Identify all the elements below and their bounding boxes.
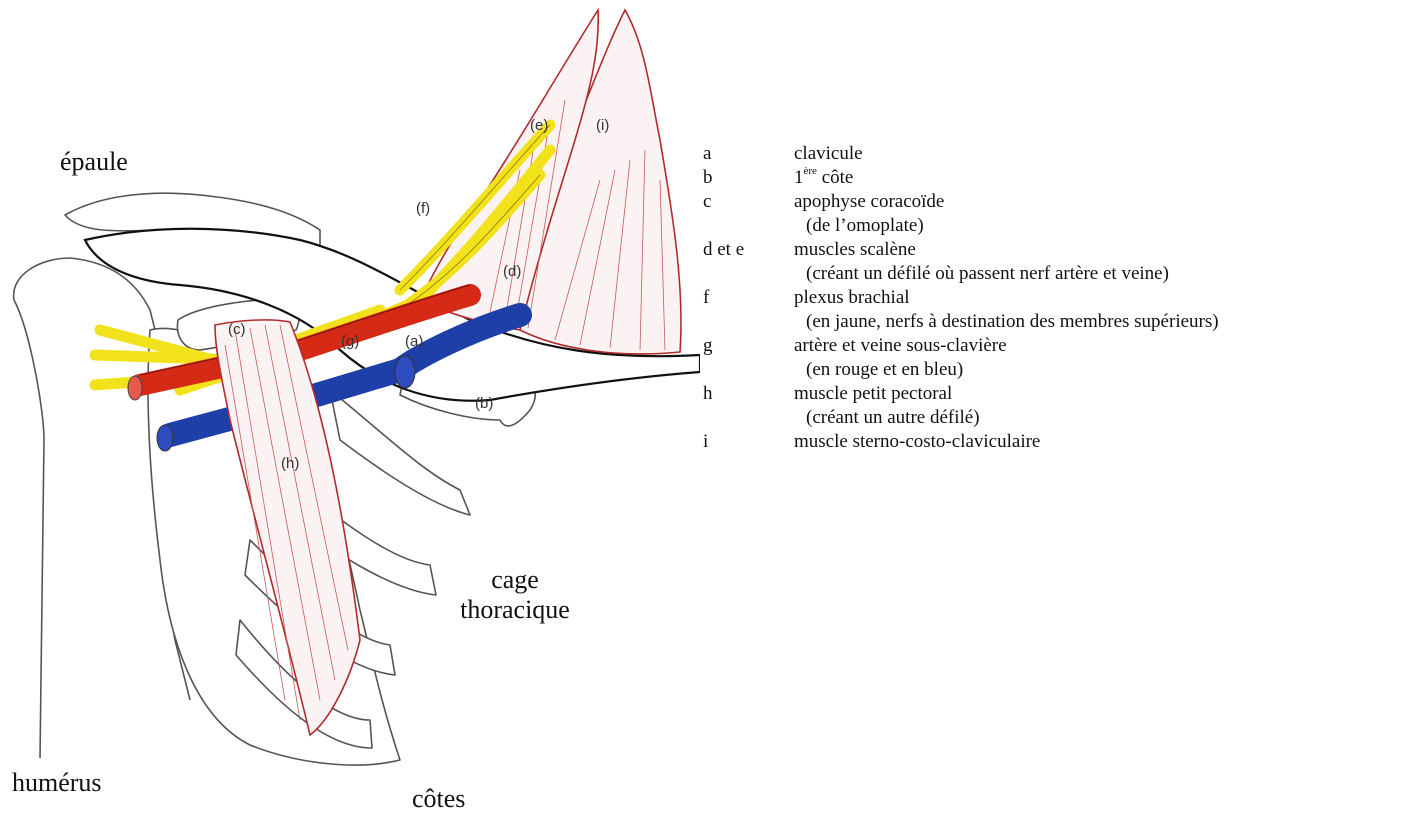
legend: a clavicule b 1ère côte c apophyse corac…	[703, 142, 1403, 454]
legend-text: clavicule	[794, 142, 863, 166]
legend-row-a: a clavicule	[703, 142, 1403, 166]
shoulder-anatomy-drawing: (a) (b) (c) (d) (e) (f) (g) (h) (i)	[0, 0, 700, 825]
artery-end	[128, 376, 142, 400]
legend-key: i	[703, 430, 794, 454]
legend-key: d et e	[703, 238, 794, 262]
legend-row-g: g artère et veine sous-clavière	[703, 334, 1403, 358]
legend-row-d-e: d et e muscles scalène	[703, 238, 1403, 262]
legend-text: apophyse coracoïde	[794, 190, 944, 214]
legend-subtext: (de l’omoplate)	[703, 214, 1403, 238]
legend-subtext: (créant un défilé où passent nerf artère…	[703, 262, 1403, 286]
legend-key: b	[703, 166, 794, 190]
legend-text: plexus brachial	[794, 286, 910, 310]
legend-key: h	[703, 382, 794, 406]
legend-row-b: b 1ère côte	[703, 166, 1403, 190]
figure-letter-i: (i)	[596, 117, 609, 134]
legend-key: f	[703, 286, 794, 310]
legend-text: muscle sterno-costo-claviculaire	[794, 430, 1040, 454]
legend-subtext: (en jaune, nerfs à destination des membr…	[703, 310, 1403, 334]
label-cotes: côtes	[412, 784, 465, 814]
legend-key: g	[703, 334, 794, 358]
legend-subtext: (créant un autre défilé)	[703, 406, 1403, 430]
legend-text-rest: côte	[817, 167, 853, 188]
legend-row-h: h muscle petit pectoral	[703, 382, 1403, 406]
figure-letter-c: (c)	[228, 321, 246, 338]
legend-superscript: ère	[804, 165, 817, 177]
figure-letter-b: (b)	[475, 395, 493, 412]
legend-key: c	[703, 190, 794, 214]
figure-letter-f: (f)	[416, 200, 430, 217]
figure-letter-h: (h)	[281, 455, 299, 472]
figure-letter-e: (e)	[530, 117, 548, 134]
vein-end	[157, 425, 173, 451]
legend-row-f: f plexus brachial	[703, 286, 1403, 310]
label-cage-thoracique: cage thoracique	[440, 565, 590, 625]
label-epaule: épaule	[60, 147, 128, 177]
label-cage-line1: cage	[440, 565, 590, 595]
legend-text: artère et veine sous-clavière	[794, 334, 1007, 358]
legend-row-i: i muscle sterno-costo-claviculaire	[703, 430, 1403, 454]
legend-subtext: (en rouge et en bleu)	[703, 358, 1403, 382]
figure-letter-g: (g)	[341, 333, 359, 350]
figure-letter-a: (a)	[405, 333, 423, 350]
label-humerus: humérus	[12, 768, 102, 798]
legend-text: muscle petit pectoral	[794, 382, 952, 406]
legend-key: a	[703, 142, 794, 166]
label-cage-line2: thoracique	[440, 595, 590, 625]
anatomy-figure: (a) (b) (c) (d) (e) (f) (g) (h) (i) épau…	[0, 0, 700, 825]
figure-letter-d: (d)	[503, 263, 521, 280]
legend-text: muscles scalène	[794, 238, 916, 262]
legend-text: 1ère côte	[794, 166, 853, 190]
legend-row-c: c apophyse coracoïde	[703, 190, 1403, 214]
legend-text-number: 1	[794, 167, 804, 188]
